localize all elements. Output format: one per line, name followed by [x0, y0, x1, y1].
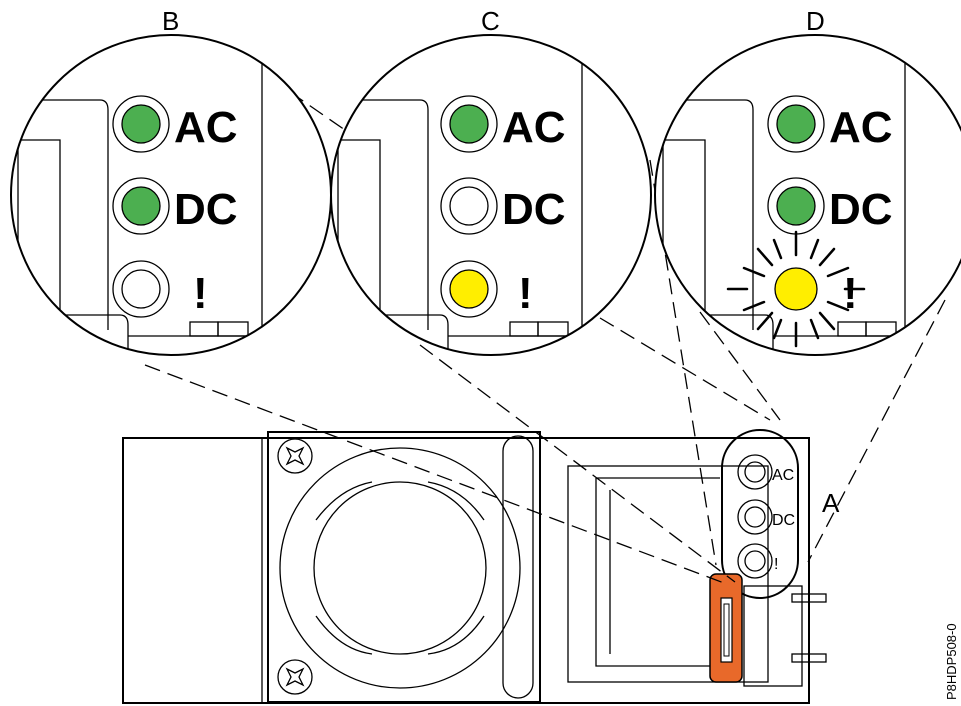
led-fault-blinking [774, 267, 818, 311]
zoom-view-b: AC DC ! [10, 34, 332, 356]
figure-id: P8HDP508-0 [944, 623, 959, 700]
leader-lines [144, 91, 946, 584]
led-dc-off [449, 186, 489, 226]
vent-bar [502, 435, 534, 699]
psu-led-fault-label: ! [774, 556, 778, 573]
led-fault-label: ! [843, 269, 858, 318]
led-dc-on [776, 186, 816, 226]
led-fault-on [449, 269, 489, 309]
psu-led-ac: AC [737, 454, 794, 490]
led-dc-on [121, 186, 161, 226]
led-dc-label: DC [829, 185, 893, 234]
led-ac-label: AC [502, 103, 566, 152]
psu-led-fault: ! [737, 543, 778, 579]
zoom-view-d: AC DC ! [654, 34, 961, 356]
led-ac-on [449, 104, 489, 144]
led-ac-on [121, 104, 161, 144]
psu-led-dc: DC [737, 499, 795, 535]
led-fault-label: ! [193, 269, 208, 318]
led-ac-label: AC [174, 103, 238, 152]
led-panel [721, 429, 799, 599]
callout-b: B [162, 6, 179, 36]
zoom-view-c: AC DC ! [330, 34, 652, 356]
callout-d: D [806, 6, 825, 36]
led-fault-off [121, 269, 161, 309]
blink-rays [726, 230, 866, 348]
fan [279, 447, 521, 689]
led-ac-on [776, 104, 816, 144]
screw-icon [277, 438, 313, 474]
psu-led-dc-label: DC [772, 512, 795, 529]
screw-icon [277, 659, 313, 695]
callout-c: C [481, 6, 500, 36]
led-dc-label: DC [174, 185, 238, 234]
led-fault-label: ! [518, 269, 533, 318]
power-supply-unit: AC DC ! [122, 429, 827, 704]
psu-led-ac-label: AC [772, 467, 794, 484]
fan-housing [267, 431, 541, 703]
callout-a: A [822, 488, 840, 518]
led-dc-label: DC [502, 185, 566, 234]
led-ac-label: AC [829, 103, 893, 152]
